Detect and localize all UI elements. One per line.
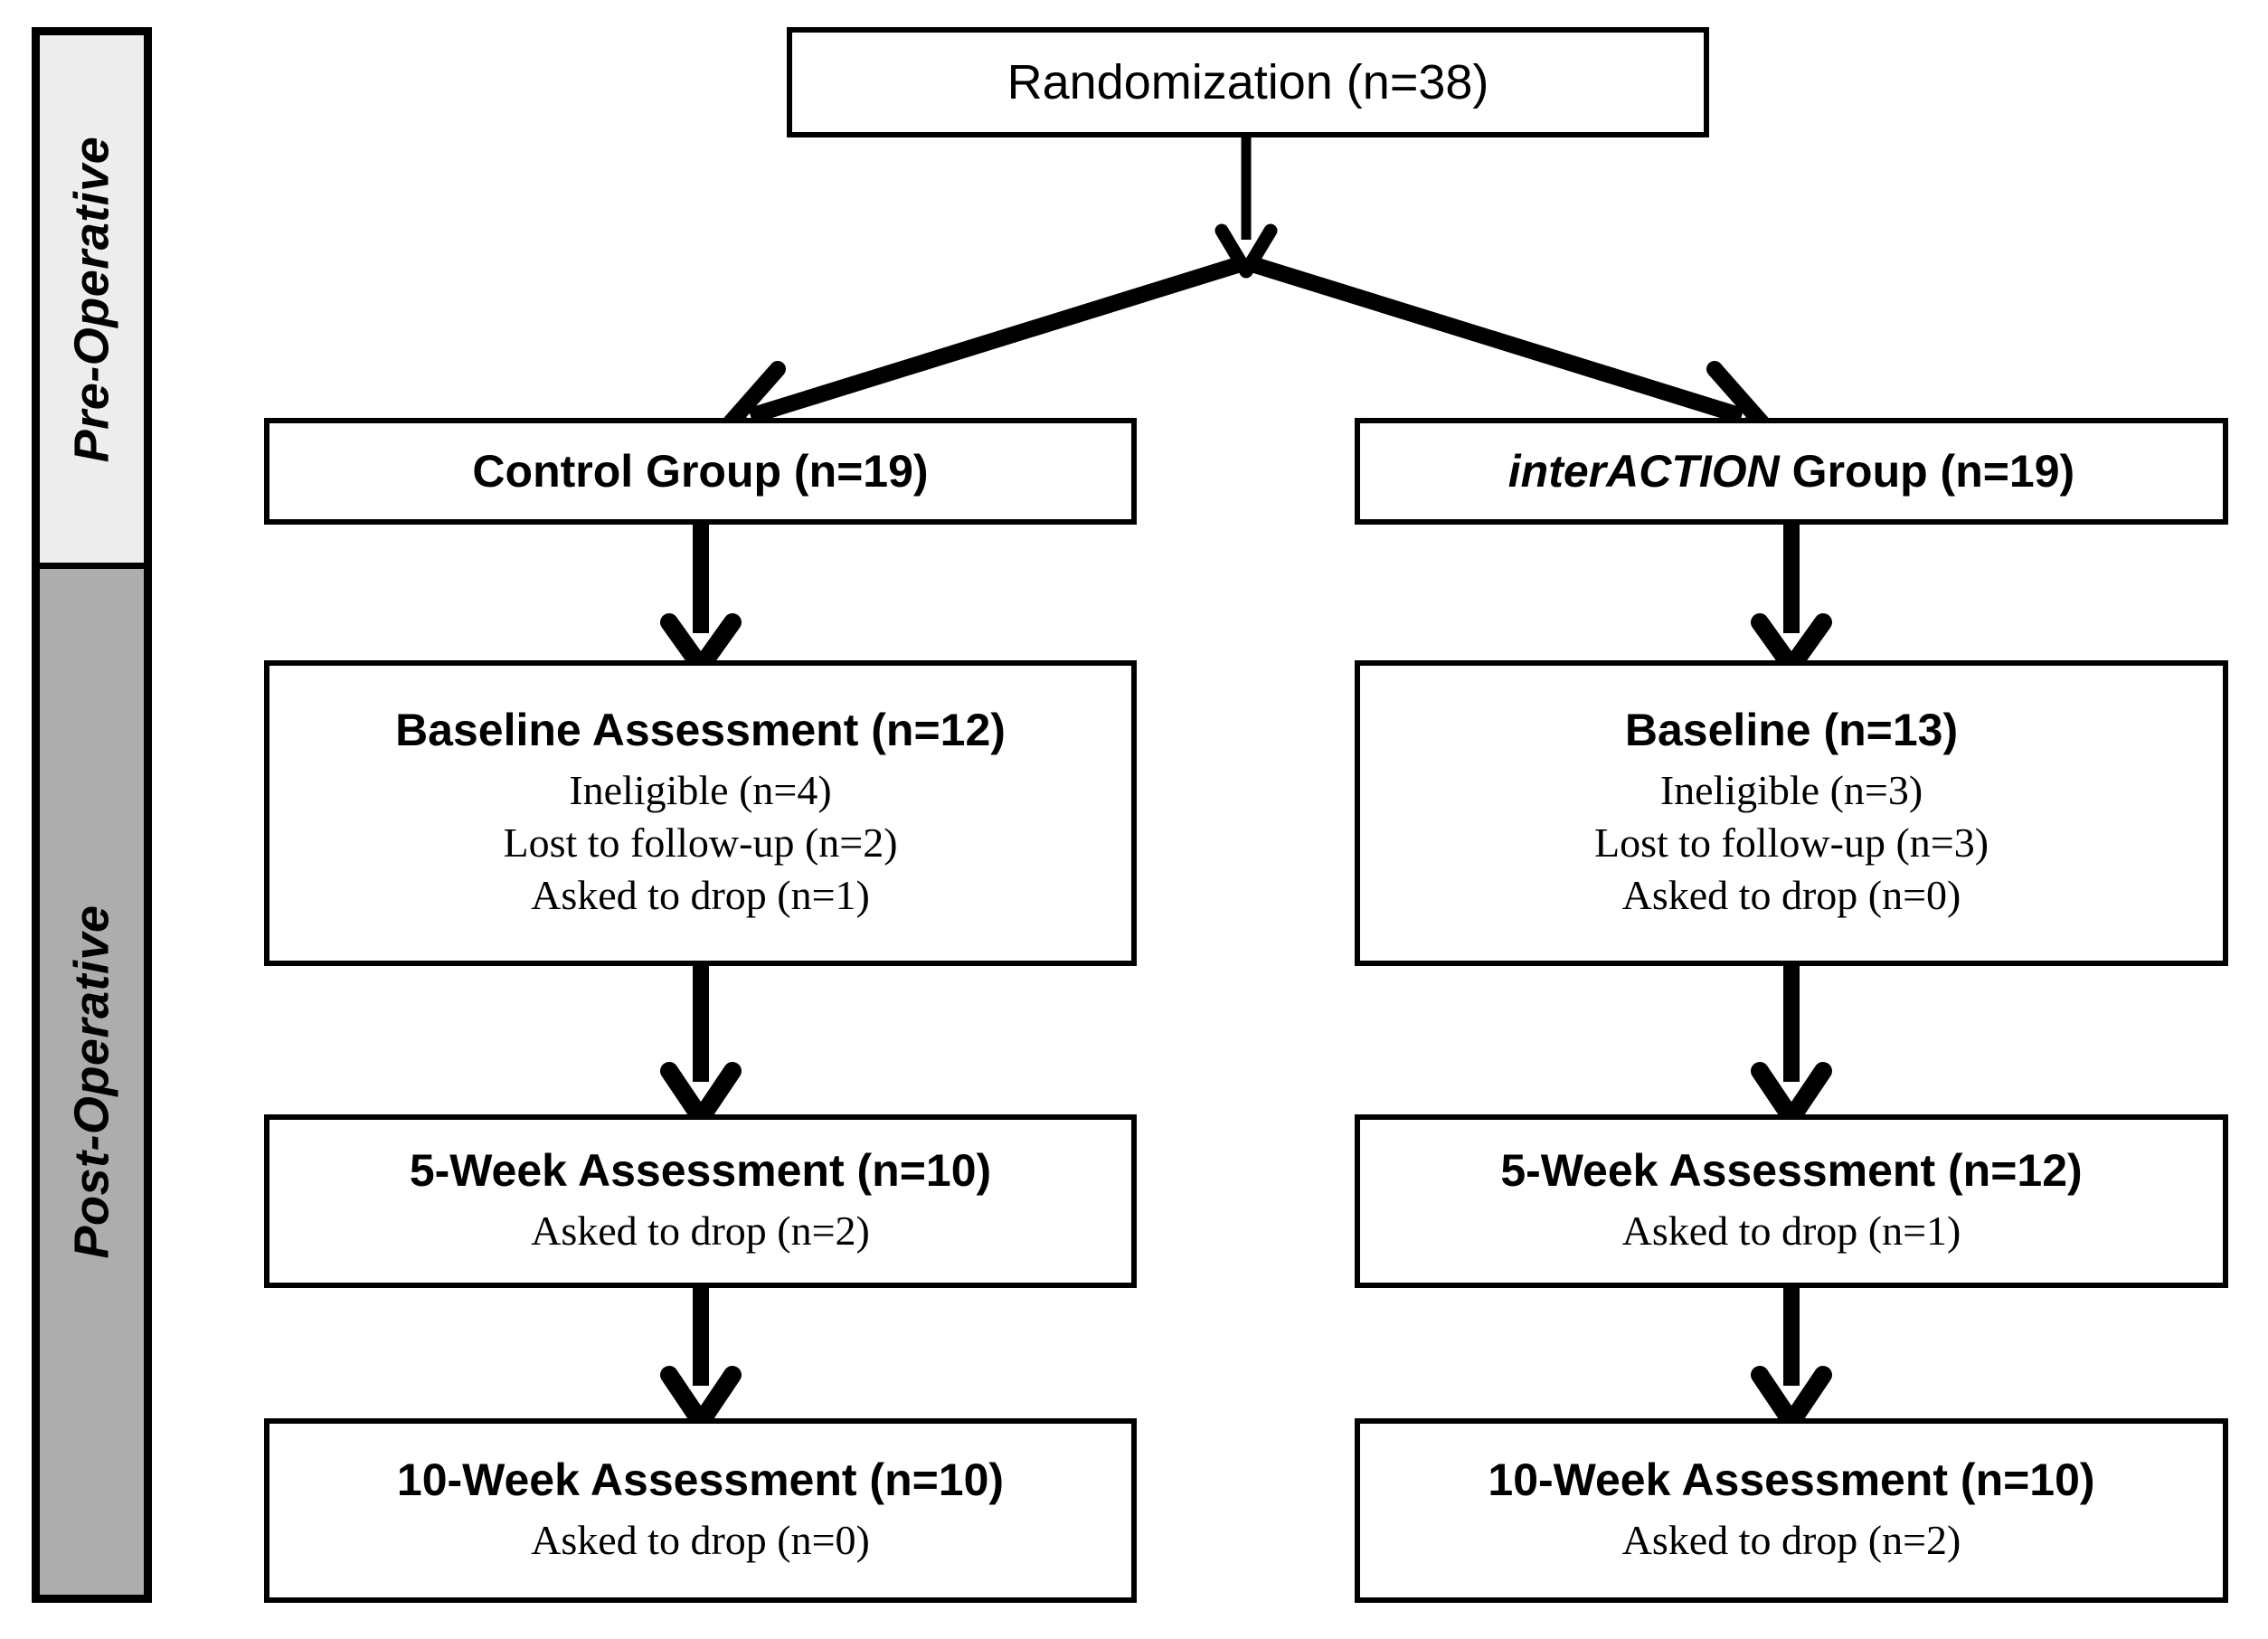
loss-line: Lost to follow-up (n=2) [503,820,898,867]
node-interaction-group-title-emphasis: interACTION [1507,446,1780,497]
node-control-group[interactable]: Control Group (n=19) [264,418,1137,525]
loss-line: Lost to follow-up (n=3) [1593,820,1989,867]
node-control-baseline-losses: Ineligible (n=4) Lost to follow-up (n=2)… [503,764,897,922]
loss-line: Asked to drop (n=2) [1621,1517,1961,1564]
loss-line: Ineligible (n=4) [569,767,832,814]
arrow-split-to-interaction-group [1243,254,1770,445]
loss-line: Asked to drop (n=1) [531,871,870,918]
node-interaction-group-title-rest: Group (n=19) [1779,446,2075,497]
phase-band-pre-operative: Pre-Operative [40,35,144,569]
phase-label-post-operative: Post-Operative [64,905,119,1259]
node-interaction-week5[interactable]: 5-Week Assessment (n=12) Asked to drop (… [1355,1114,2228,1288]
loss-line: Ineligible (n=3) [1659,767,1923,814]
loss-line: Asked to drop (n=0) [1621,871,1961,918]
node-randomization[interactable]: Randomization (n=38) [787,27,1709,137]
node-interaction-week5-losses: Asked to drop (n=1) [1622,1205,1961,1257]
arrow-control-week5-to-week10 [660,1288,742,1431]
node-interaction-baseline[interactable]: Baseline (n=13) Ineligible (n=3) Lost to… [1355,660,2228,966]
node-interaction-group[interactable]: interACTION Group (n=19) [1355,418,2228,525]
node-control-week10-losses: Asked to drop (n=0) [531,1514,870,1567]
phase-rail: Pre-Operative Post-Operative [32,27,152,1603]
arrow-interaction-week5-to-week10 [1751,1288,1832,1431]
arrow-interaction-baseline-to-week5 [1751,966,1832,1127]
loss-line: Asked to drop (n=0) [531,1517,870,1564]
node-control-week5[interactable]: 5-Week Assessment (n=10) Asked to drop (… [264,1114,1137,1288]
arrow-split-to-control-group [723,254,1249,445]
arrow-control-group-to-baseline [660,525,742,676]
node-control-group-title: Control Group (n=19) [472,446,929,497]
loss-line: Asked to drop (n=2) [531,1208,870,1255]
node-interaction-baseline-title: Baseline (n=13) [1624,705,1959,756]
node-randomization-title: Randomization (n=38) [1006,54,1489,109]
node-interaction-group-title: interACTION Group (n=19) [1508,446,2074,497]
node-control-baseline[interactable]: Baseline Assessment (n=12) Ineligible (n… [264,660,1137,966]
arrow-interaction-group-to-baseline [1751,525,1832,676]
arrow-randomization-to-split [1214,137,1278,279]
node-interaction-week10[interactable]: 10-Week Assessment (n=10) Asked to drop … [1355,1418,2228,1603]
node-control-week5-title: 5-Week Assessment (n=10) [409,1145,992,1197]
phase-label-pre-operative: Pre-Operative [64,136,119,462]
node-control-baseline-title: Baseline Assessment (n=12) [395,705,1006,756]
node-interaction-week10-losses: Asked to drop (n=2) [1622,1514,1961,1567]
node-control-week5-losses: Asked to drop (n=2) [531,1205,870,1257]
node-interaction-week10-title: 10-Week Assessment (n=10) [1488,1454,2095,1506]
node-control-week10[interactable]: 10-Week Assessment (n=10) Asked to drop … [264,1418,1137,1603]
node-interaction-week5-title: 5-Week Assessment (n=12) [1500,1145,2083,1197]
loss-line: Asked to drop (n=1) [1621,1208,1961,1255]
phase-band-post-operative: Post-Operative [40,569,144,1595]
node-interaction-baseline-losses: Ineligible (n=3) Lost to follow-up (n=3)… [1594,764,1989,922]
node-control-week10-title: 10-Week Assessment (n=10) [396,1454,1005,1506]
arrow-control-baseline-to-week5 [660,966,742,1127]
